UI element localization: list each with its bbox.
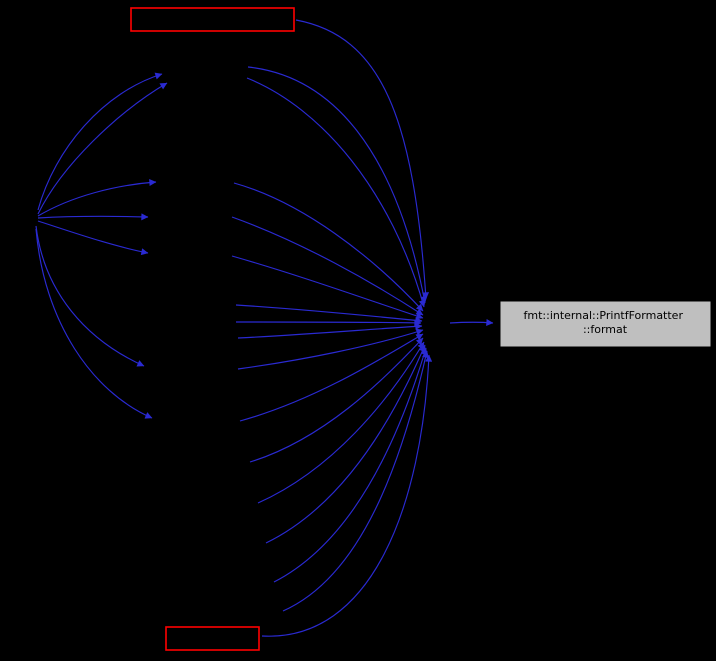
format-node-label-line1: fmt::internal::PrintfFormatter [524, 309, 684, 322]
call-edge [265, 344, 426, 544]
call-edge [257, 341, 425, 504]
node-printf-formatter-format: fmt::internal::PrintfFormatter ::format [499, 300, 712, 348]
call-edge [233, 182, 424, 312]
node-top-unlabeled[interactable] [130, 7, 295, 32]
call-edge [237, 322, 423, 339]
call-edge [37, 179, 157, 217]
call-edge [37, 72, 163, 211]
call-edge [231, 255, 424, 320]
call-edge [282, 350, 429, 612]
format-node-label-line2: ::format [583, 323, 628, 336]
call-edge [449, 319, 494, 326]
call-edge [37, 213, 149, 221]
call-edge [37, 82, 168, 215]
call-edge [273, 347, 428, 583]
call-edge [261, 354, 433, 637]
call-edge [235, 319, 422, 327]
call-edge [231, 216, 424, 316]
format-node-label: fmt::internal::PrintfFormatter ::format [524, 309, 687, 336]
call-edge [35, 228, 153, 419]
call-edge [35, 225, 145, 367]
call-edge [237, 328, 424, 370]
call-edge [37, 220, 149, 256]
call-edge [249, 337, 424, 463]
format-node-box [499, 300, 712, 348]
call-edge [246, 77, 426, 308]
call-edge [235, 304, 423, 324]
call-edge [247, 66, 428, 304]
edges-group [35, 19, 494, 637]
node-bottom-unlabeled[interactable] [165, 626, 260, 651]
call-edge [239, 333, 424, 422]
call-edge [295, 19, 430, 300]
